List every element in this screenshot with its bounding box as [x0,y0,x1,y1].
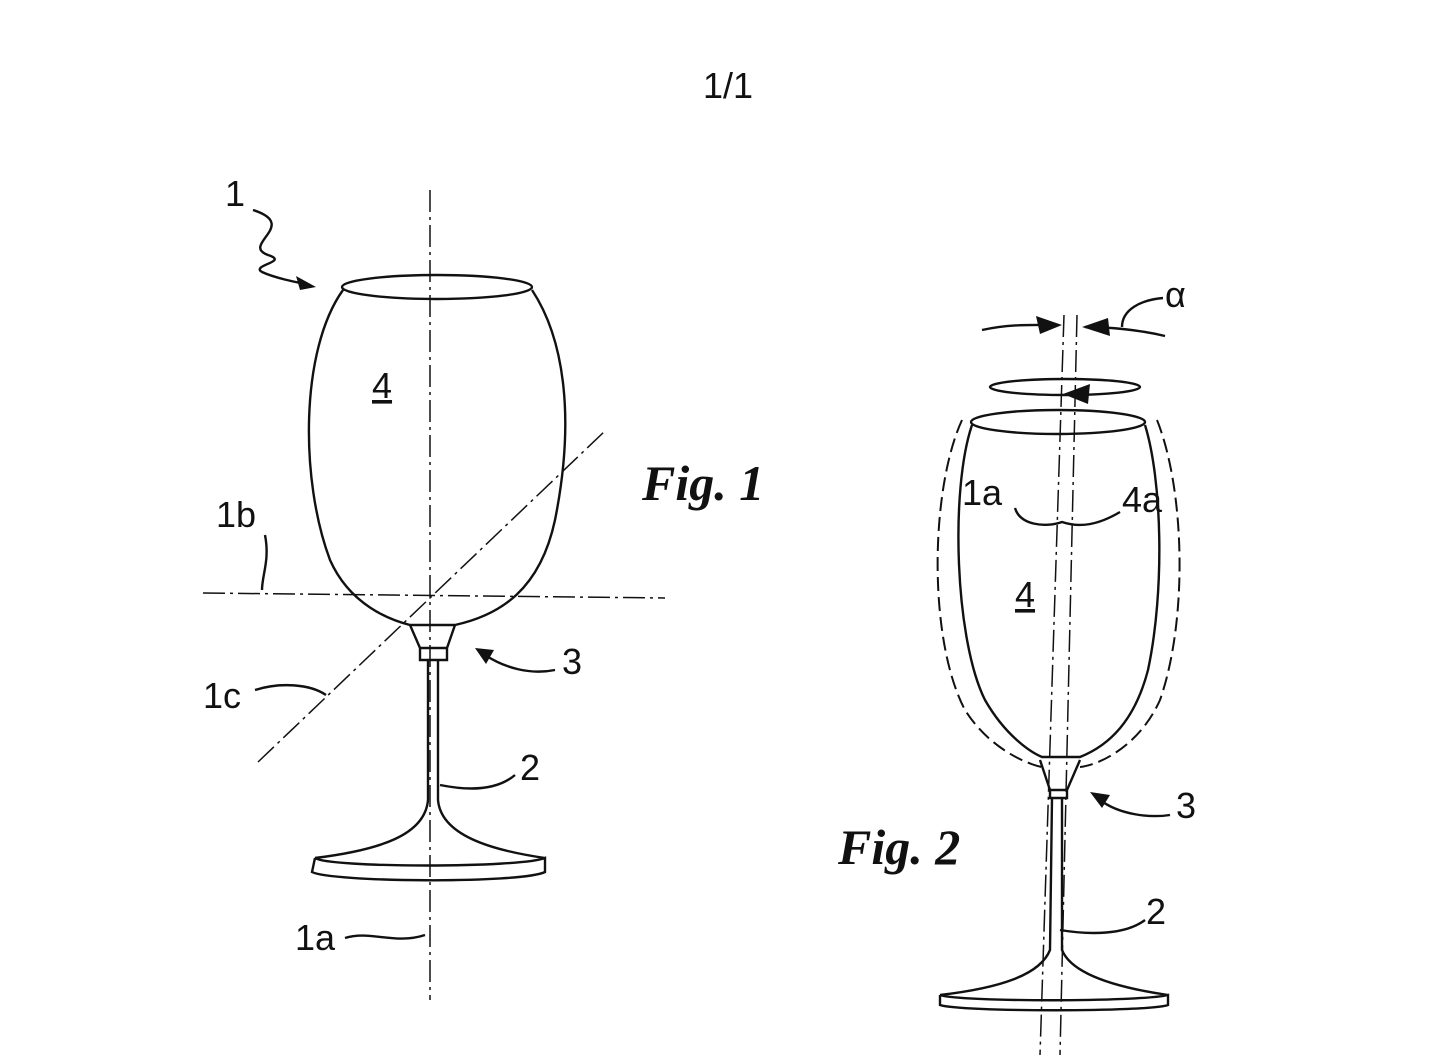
foot [938,993,1170,1012]
bowl [307,289,567,627]
leader-2 [1059,919,1146,935]
label-2: 2 [1146,891,1166,932]
leader-3 [484,653,556,673]
foot [310,856,547,882]
leader-1 [252,208,311,287]
arrow-icon [1082,318,1110,336]
figure-1-caption: Fig. 1 [641,455,764,511]
leader-1a-4a [1013,507,1121,527]
label-4: 4 [372,365,392,406]
stem [939,797,1169,997]
axis-1a [1039,314,1065,1056]
label-1a: 1a [295,917,336,958]
collar [1038,759,1082,800]
arrow-icon [475,648,494,664]
figure-2-caption: Fig. 2 [837,819,960,875]
rim [340,273,534,301]
label-1a: 1a [962,472,1003,513]
label-3: 3 [1176,785,1196,826]
leader-1c [254,683,327,697]
leader-1b [260,534,268,591]
sheet-number: 1/1 [703,65,753,106]
rotation-arrow [988,377,1142,397]
label-4: 4 [1015,574,1035,615]
label-4a: 4a [1122,479,1163,520]
leader-2 [439,774,516,790]
label-2: 2 [520,747,540,788]
arrow-icon [1063,384,1090,404]
bowl [957,424,1161,759]
leader-3 [1099,799,1171,818]
bowl-rotated-outline [936,419,1181,768]
rim [969,408,1147,436]
figure-1: 1 4 1b 1c 3 2 1a Fig. 1 [202,173,764,1000]
leader-1a [344,933,426,940]
arrow-icon [1036,316,1062,334]
label-1b: 1b [216,494,256,535]
label-1c: 1c [203,675,241,716]
figure-2: α 1a 4a 4 3 2 Fig. 2 [837,274,1196,1056]
label-1: 1 [225,173,245,214]
stem [314,660,546,860]
arrow-icon [296,276,316,290]
label-3: 3 [562,641,582,682]
arrow-icon [1090,792,1110,808]
collar [408,624,457,662]
plane-1c [257,429,607,763]
plane-1b [202,592,666,599]
label-alpha: α [1165,274,1186,315]
